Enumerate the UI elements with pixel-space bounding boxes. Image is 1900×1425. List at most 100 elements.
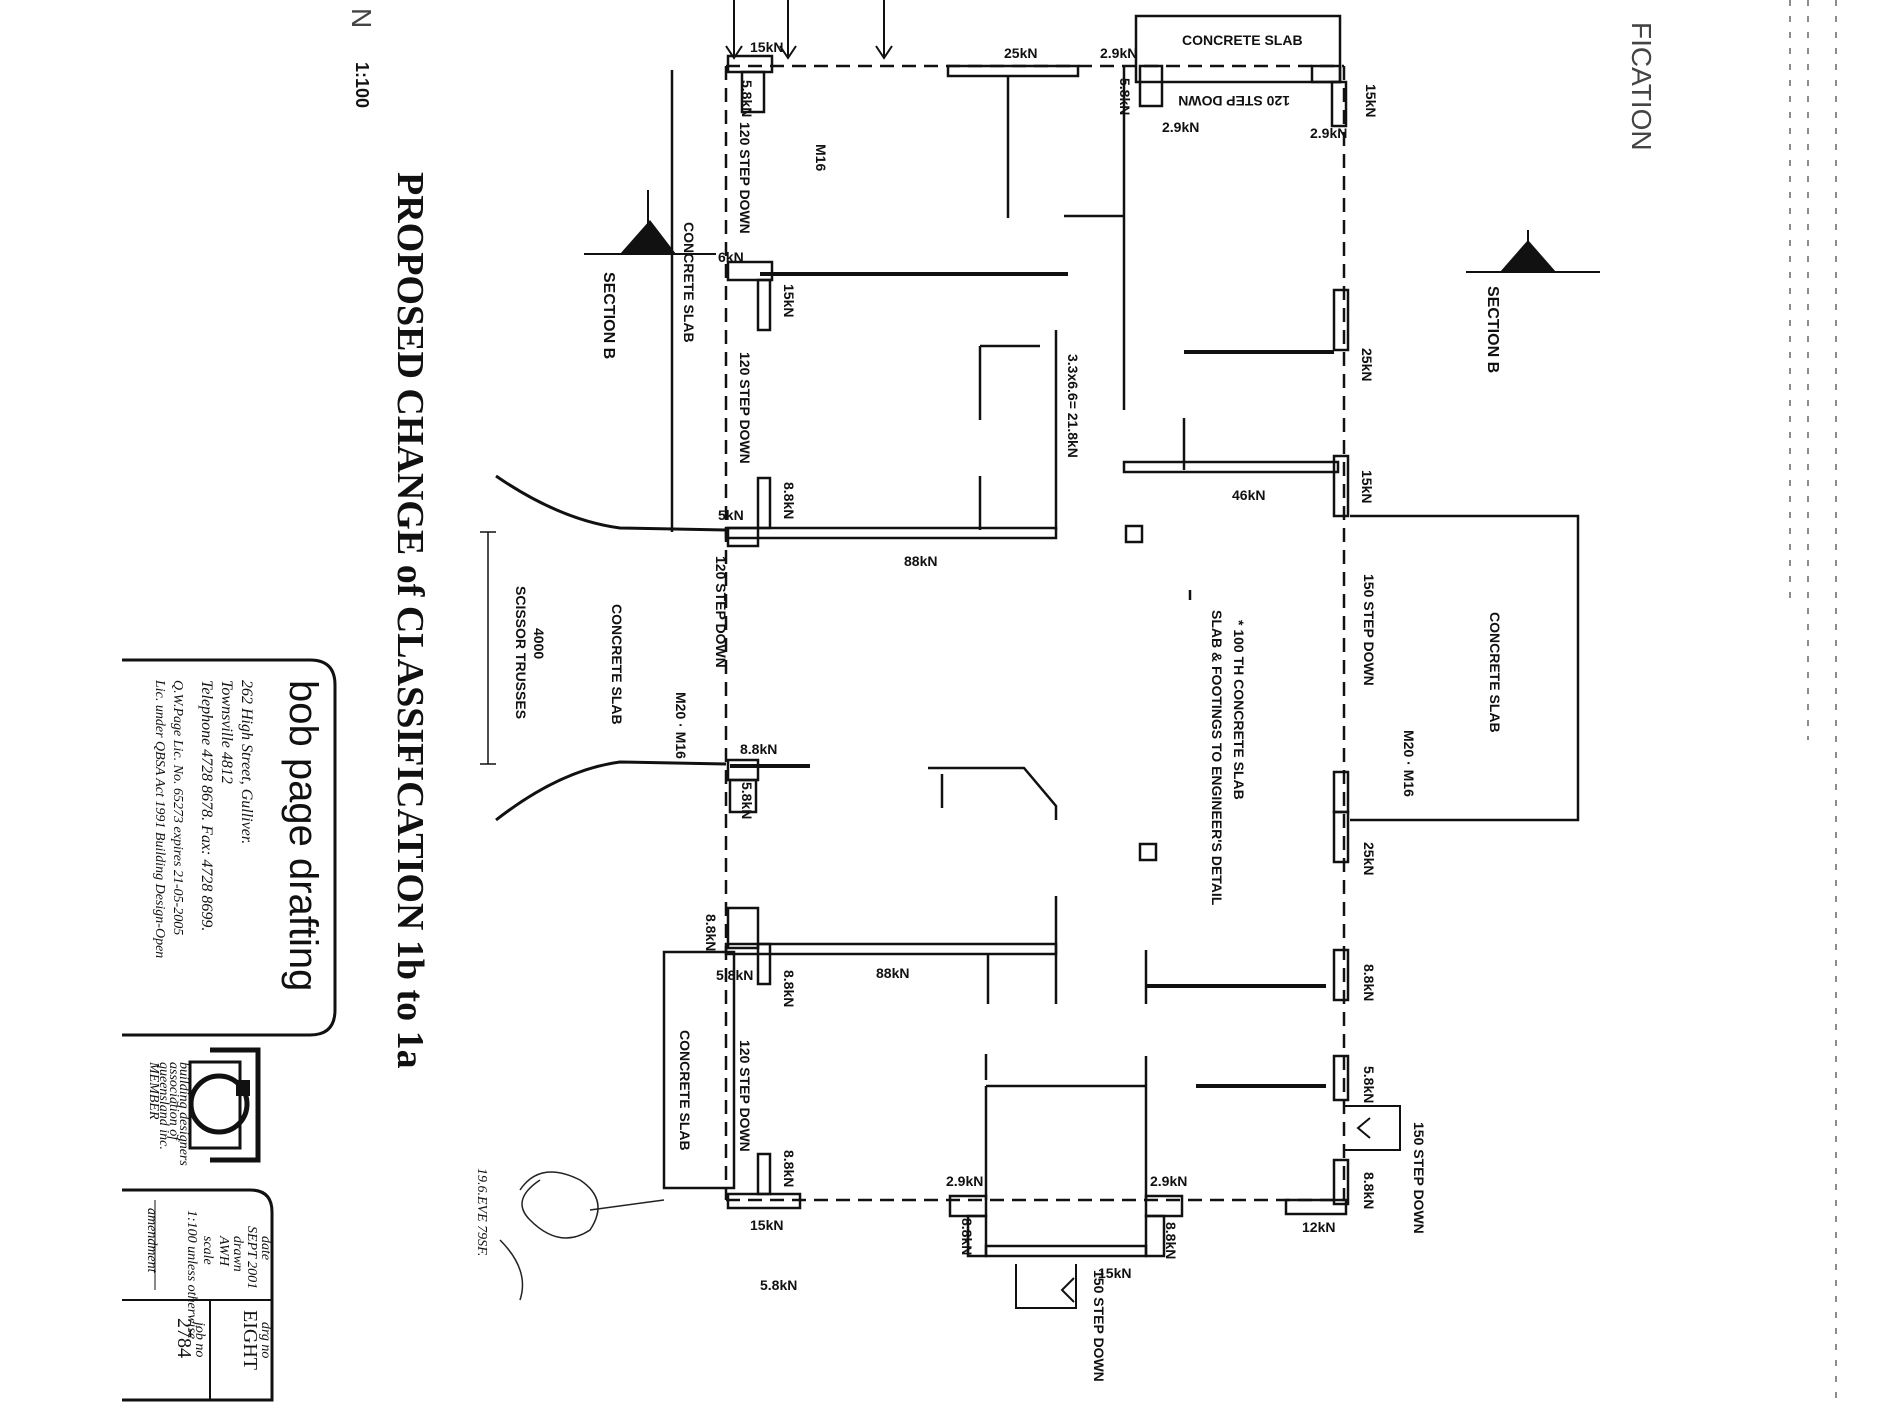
label-8-8kn-b3: 8.8kN [781,1150,797,1187]
label-15kn-l: 15kN [781,284,797,317]
assoc-text-2: association of [166,1062,181,1142]
label-note-1: * 100 TH CONCRETE SLAB [1231,620,1247,800]
label-5kn: 5kN [718,507,744,523]
drawing-title: PROPOSED CHANGE of CLASSIFICATION 1b to … [389,172,431,1069]
label-25kn-top: 25kN [1004,45,1037,61]
internal-walls [724,64,1340,1258]
label-span-4000: 4000 [531,628,547,659]
label-5-8kn-b1: 5.8kN [716,967,753,983]
label-8-8kn-b1: 8.8kN [703,914,719,951]
label-5-8kn-r: 5.8kN [1117,78,1133,115]
assoc-text-1: building designers [176,1062,191,1166]
drawn-value: AWH [216,1235,231,1267]
scale-value: 1:100 unless otherwise [184,1210,199,1339]
label-m20-m16-right: M20 · M16 [1401,730,1417,797]
label-5-8kn-tl: 5.8kN [739,80,755,117]
drawing-number-value: EIGHT [239,1310,261,1370]
firm-phone: Telephone 4728 8678. Fax: 4728 8699. [198,680,215,931]
amendment-label: amendment [144,1208,159,1274]
label-12kn: 12kN [1302,1219,1335,1235]
firm-address-2: Townsville 4812 [218,680,235,784]
label-m16-top: M16 [813,144,829,171]
slab-outline [724,64,1346,1202]
job-number-label: job no [192,1320,207,1357]
firm-licence-2: Lic. under QBSA Act 1991 Building Design… [152,679,167,958]
label-scissor-trusses: SCISSOR TRUSSES [513,586,529,719]
label-8-8kn-b2: 8.8kN [781,970,797,1007]
label-88kn-b: 88kN [876,965,909,981]
edge-letter: N [346,8,377,28]
date-label: date [258,1236,273,1260]
section-label-left: SECTION B [600,272,617,359]
label-15kn-tr: 15kN [1363,84,1379,117]
label-5-8kn-bottom: 5.8kN [760,1277,797,1293]
edge-marks [1789,0,1837,1400]
section-marker-left [584,190,716,255]
label-step-down-top: 120 STEP DOWN [1178,93,1290,109]
scale-top: 1:100 [352,62,372,108]
label-concrete-slab-bl: CONCRETE SLAB [677,1030,693,1151]
label-25kn-r2: 25kN [1361,842,1377,875]
drawing-info-table [122,1188,274,1402]
section-label-right: SECTION B [1484,286,1501,373]
firm-licence-1: Q.W.Page Lic. No. 65273 expires 21-05-20… [170,680,185,935]
label-step-down-left2: 120 STEP DOWN [737,352,753,464]
label-2-9kn-a: 2.9kN [1100,45,1137,61]
label-step-down-br: 150 STEP DOWN [1411,1122,1427,1234]
label-note-2: SLAB & FOOTINGS TO ENGINEER'S DETAIL [1209,610,1225,906]
top-arrows [725,0,893,60]
label-concrete-slab-right: CONCRETE SLAB [1487,612,1503,733]
assoc-text-4: MEMBER [146,1061,161,1120]
drawing-number-label: drg no [258,1322,273,1358]
label-2-9kn-b2: 2.9kN [1150,1173,1187,1189]
concrete-slab-right [1350,514,1580,822]
assoc-text-3: queensland inc. [156,1062,171,1150]
firm-box [122,658,337,1037]
label-15kn-b: 15kN [750,1217,783,1233]
label-88kn-a: 88kN [904,553,937,569]
firm-name: bob page drafting [281,680,325,991]
label-step-down-bl: 120 STEP DOWN [737,1040,753,1152]
edge-fragment: FICATION [1626,22,1657,151]
section-marker-right [1466,230,1600,273]
plan-labels: 25kN 2.9kN 15kN 5.8kN M16 120 STEP DOWN … [513,39,1503,1382]
label-15kn-bb: 15kN [1098,1265,1131,1281]
label-8-8kn-mid: 8.8kN [740,741,777,757]
scale-label: scale [200,1236,215,1265]
label-5-8kn-br: 5.8kN [1361,1066,1377,1103]
signature [499,1171,665,1301]
drawn-label: drawn [230,1236,245,1272]
concrete-slab-bottom-left [662,950,736,1190]
label-25kn-r: 25kN [1359,348,1375,381]
firm-address-1: 262 High Street, Gulliver. [238,680,255,844]
label-15kn-tl: 15kN [750,39,783,55]
label-8-8kn-br2: 8.8kN [1361,1172,1377,1209]
label-concrete-slab-top: CONCRETE SLAB [1182,32,1303,48]
step-down-arrows [1015,1105,1401,1309]
pier-pads [726,54,1350,1258]
label-step-down-left3: 120 STEP DOWN [713,556,729,668]
label-46kn: 46kN [1232,487,1265,503]
label-8-8kn-bb1: 8.8kN [959,1218,975,1255]
label-8-8kn-l: 8.8kN [781,482,797,519]
date-value: SEPT 2001 [244,1226,259,1289]
concrete-slab-top [1134,14,1342,84]
signature-text: 19.6.EVE 79SF. [474,1168,489,1256]
label-5-8kn-mid: 5.8kN [739,782,755,819]
label-concrete-slab-center: CONCRETE SLAB [609,604,625,725]
label-2-9kn-tr2: 2.9kN [1310,125,1347,141]
label-8-8kn-br: 8.8kN [1361,964,1377,1001]
scissor-truss-curves [480,474,727,822]
label-m20-m16-left: M20 · M16 [673,692,689,759]
label-step-down-right1: 150 STEP DOWN [1361,574,1377,686]
label-2-9kn-tr1: 2.9kN [1162,119,1199,135]
association-logo [188,1047,261,1163]
label-concrete-slab-left: CONCRETE SLAB [681,222,697,343]
label-6kn: 6kN [718,249,744,265]
label-15kn-r: 15kN [1359,470,1375,503]
label-2-9kn-b1: 2.9kN [946,1173,983,1189]
label-8-8kn-bb2: 8.8kN [1163,1222,1179,1259]
label-step-down-bottom: 150 STEP DOWN [1091,1270,1107,1382]
